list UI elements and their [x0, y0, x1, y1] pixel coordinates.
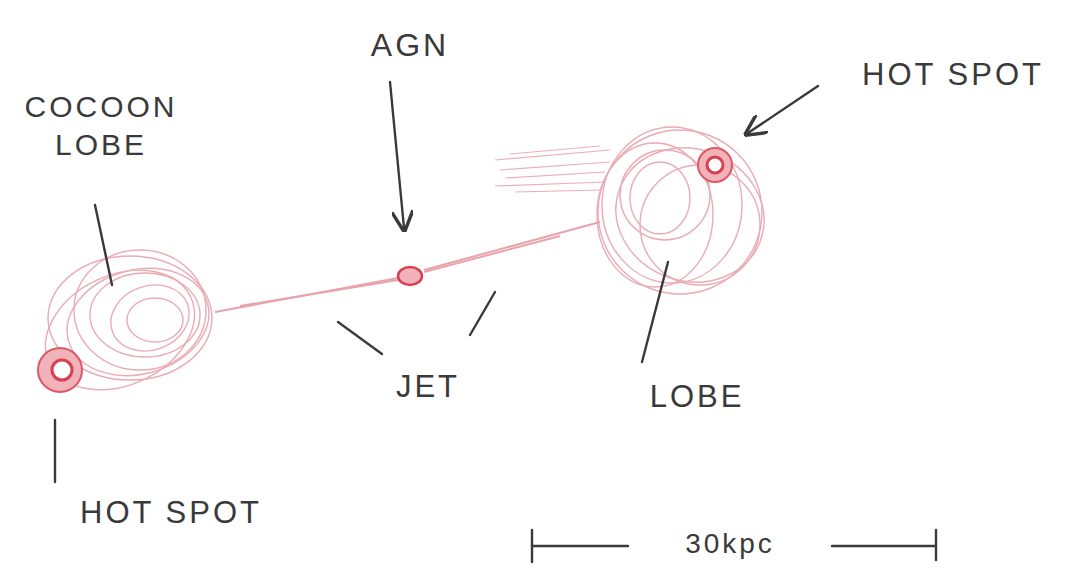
leader-line — [470, 292, 495, 335]
leader-line — [54, 420, 56, 482]
scale-label: 30kpc — [632, 526, 828, 561]
lobe-tail — [495, 146, 610, 192]
hot-spot-label: HOT SPOT — [36, 494, 306, 533]
hot-spot-right — [698, 148, 732, 182]
leader-line — [338, 322, 382, 354]
leader-line — [95, 205, 112, 285]
lobe-label: LOBE — [612, 378, 782, 417]
leader-line — [642, 262, 668, 362]
hot-spot-arrow — [748, 86, 818, 133]
hot-spot-label: HOT SPOT — [838, 56, 1068, 95]
jet-label: JET — [378, 368, 478, 407]
cocoon-lobe-shape — [26, 247, 221, 413]
agn-label: AGN — [360, 25, 460, 65]
agn-core — [398, 267, 422, 285]
lobe-shape — [597, 127, 783, 303]
cocoon-lobe-label: COCOON LOBE — [6, 88, 196, 163]
hot-spot-left — [38, 348, 82, 392]
jet-line — [215, 222, 600, 312]
agn-arrow — [390, 82, 404, 228]
